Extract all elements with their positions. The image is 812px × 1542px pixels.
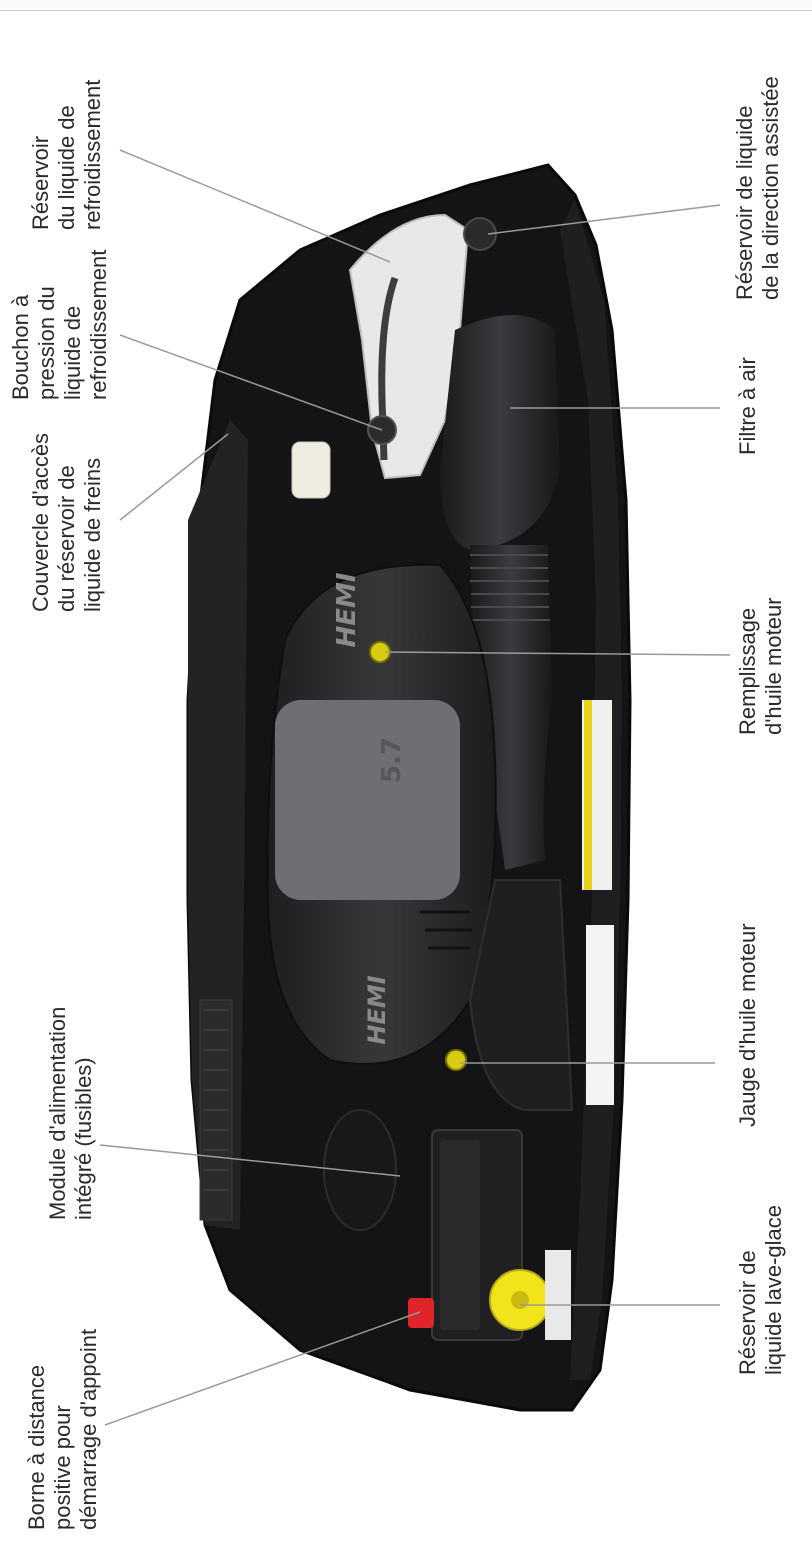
leader-power-module <box>99 1144 401 1177</box>
jump-terminal-shape <box>408 1298 434 1328</box>
label-coolant-cap-line4: refroidissement <box>86 249 111 400</box>
label-power-steering-line2: de la direction assistée <box>758 76 783 300</box>
label-brake-access: Couvercle d'accès du réservoir de liquid… <box>28 433 106 612</box>
intake-tube <box>470 545 552 870</box>
label-power-module-line1: Module d'alimentation <box>45 1006 70 1220</box>
fender-label-yellow-strip <box>584 700 592 890</box>
label-coolant-reservoir-line1: Réservoir <box>28 135 53 230</box>
label-remote-terminal-line1: Borne à distance <box>24 1364 49 1530</box>
power-steering-cap-shape <box>463 217 497 251</box>
label-oil-fill-line1: Remplissage <box>735 607 760 735</box>
label-power-steering-line1: Réservoir de liquide <box>732 105 757 300</box>
leader-remote-terminal <box>104 1311 421 1426</box>
label-remote-terminal: Borne à distance positive pour démarrage… <box>24 1329 102 1530</box>
label-coolant-reservoir-line3: refroidissement <box>80 79 105 230</box>
leader-lines <box>99 149 731 1426</box>
label-coolant-reservoir: Réservoir du liquide de refroidissement <box>28 80 106 230</box>
label-dipstick-line1: Jauge d'huile moteur <box>735 923 760 1127</box>
label-coolant-cap-line1: Bouchon à <box>8 294 33 400</box>
coolant-hose <box>378 276 399 461</box>
top-border <box>0 0 812 11</box>
label-coolant-cap-line2: pression du <box>34 286 59 400</box>
cowl-vent-slats <box>204 1009 228 1191</box>
label-brake-access-line2: du réservoir de <box>54 465 79 612</box>
washer-cap-center <box>511 1291 529 1309</box>
label-brake-access-line1: Couvercle d'accès <box>28 432 53 612</box>
engine-badge-bottom: HEMI <box>363 975 391 1044</box>
label-washer: Réservoir de liquide lave-glace <box>735 1205 787 1375</box>
label-dipstick: Jauge d'huile moteur <box>735 923 761 1127</box>
air-filter-box <box>440 315 560 550</box>
leader-oil-fill <box>384 651 731 656</box>
engine-cover-top <box>275 700 460 900</box>
air-box-lower <box>468 879 574 1111</box>
power-module-lid <box>440 1140 480 1330</box>
leader-brake-access <box>119 433 229 521</box>
intake-ribs <box>470 554 550 621</box>
label-brake-access-line3: liquide de freins <box>80 457 105 612</box>
label-air-filter-line1: Filtre à air <box>735 357 760 455</box>
label-power-module: Module d'alimentation intégré (fusibles) <box>45 1007 97 1220</box>
dipstick-handle-shape <box>445 1049 467 1071</box>
engine-cover-grooves <box>420 910 472 950</box>
label-coolant-cap-line3: liquide de <box>60 305 85 400</box>
engine-badge-top: HEMI <box>332 572 362 647</box>
brake-fluid-tank <box>291 441 331 499</box>
label-power-module-line2: intégré (fusibles) <box>71 1057 96 1220</box>
fender-label-white <box>586 925 614 1105</box>
leader-coolant-cap <box>119 334 383 431</box>
washer-bottle <box>545 1250 571 1340</box>
leader-power-steering <box>487 204 721 235</box>
label-air-filter: Filtre à air <box>735 357 761 455</box>
battery-area <box>323 1109 397 1231</box>
label-washer-line2: liquide lave-glace <box>761 1205 786 1375</box>
label-power-steering: Réservoir de liquide de la direction ass… <box>732 76 784 300</box>
engine-cover-emblem: 5.7 <box>377 737 407 783</box>
label-remote-terminal-line2: positive pour <box>50 1405 75 1530</box>
label-coolant-reservoir-line2: du liquide de <box>54 105 79 230</box>
leader-coolant-reservoir <box>119 149 391 263</box>
label-coolant-cap: Bouchon à pression du liquide de refroid… <box>8 250 112 400</box>
label-oil-fill: Remplissage d'huile moteur <box>735 598 787 736</box>
label-remote-terminal-line3: démarrage d'appoint <box>76 1328 101 1530</box>
label-washer-line1: Réservoir de <box>735 1250 760 1375</box>
label-oil-fill-line2: d'huile moteur <box>761 597 786 736</box>
